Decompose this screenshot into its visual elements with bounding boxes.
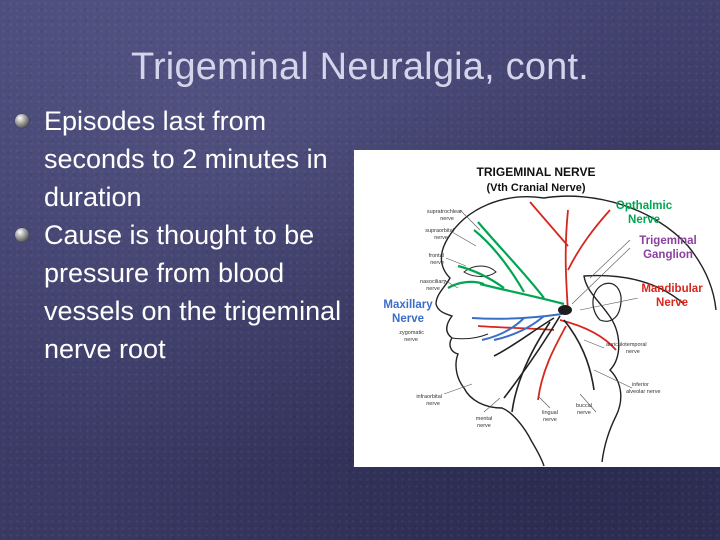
mandibular-branches (493, 315, 595, 413)
supratrochlear-label: nerve (440, 216, 454, 222)
face-profile (435, 196, 545, 467)
ear-outline (592, 282, 622, 322)
bullet-icon (15, 228, 29, 242)
opthalmic-label: Nerve (628, 214, 660, 226)
maxillary-label: Nerve (392, 313, 424, 325)
auriculotemporal-label: auriculotemporal (606, 342, 647, 348)
diagram-subtitle: (Vth Cranial Nerve) (486, 182, 585, 194)
diagram-title: TRIGEMINAL NERVE (477, 165, 596, 179)
bullet-list: Episodes last from seconds to 2 minutes … (12, 102, 342, 368)
mandibular-label: Nerve (656, 297, 688, 309)
leader-lines (443, 209, 639, 413)
opthalmic-branches (447, 221, 565, 306)
artery-branches (477, 201, 617, 401)
lingual-label: nerve (543, 417, 557, 423)
bullet-item: Cause is thought to be pressure from blo… (12, 216, 342, 368)
infraorbital-label: infraorbital (416, 394, 442, 400)
skull-outline (543, 195, 717, 311)
nerve-illustration: TRIGEMINAL NERVE (Vth Cranial Nerve) Opt… (383, 165, 717, 467)
trigeminal-nerve-diagram: TRIGEMINAL NERVE (Vth Cranial Nerve) Opt… (354, 150, 720, 467)
bullet-text: Cause is thought to be pressure from blo… (44, 220, 342, 364)
bullet-text: Episodes last from seconds to 2 minutes … (44, 106, 328, 212)
nasociliary-label: nerve (426, 286, 440, 292)
eye-outline (463, 265, 497, 277)
mental-label: nerve (477, 423, 491, 429)
zygomatic-label: zygomatic (399, 330, 424, 336)
bullet-item: Episodes last from seconds to 2 minutes … (12, 102, 342, 216)
opthalmic-label: Opthalmic (616, 200, 673, 212)
maxillary-branches (471, 313, 563, 341)
inferior-alveolar-label: alveolar nerve (626, 389, 661, 395)
auriculotemporal-label: nerve (626, 349, 640, 355)
ganglion-label: Trigeminal (639, 235, 697, 247)
nasociliary-label: nasociliary (420, 279, 446, 285)
bullet-icon (15, 114, 29, 128)
zygomatic-label: nerve (404, 337, 418, 343)
supratrochlear-label: supratrochlear (427, 209, 462, 215)
infraorbital-label: nerve (426, 401, 440, 407)
head-outline (583, 274, 685, 463)
lingual-label: lingual (542, 410, 558, 416)
supraorbital-label: nerve (434, 235, 448, 241)
ganglion-label: Ganglion (643, 249, 693, 261)
mandibular-label: Mandibular (641, 283, 703, 295)
supraorbital-label: supraorbital (425, 228, 454, 234)
mental-label: mental (476, 416, 493, 422)
buccal-label: buccal (576, 403, 592, 409)
slide-title: Trigeminal Neuralgia, cont. (130, 46, 590, 88)
inferior-alveolar-label: inferior (632, 382, 649, 388)
ganglion-marker (558, 305, 572, 315)
maxillary-label: Maxillary (383, 299, 433, 311)
buccal-label: nerve (577, 410, 591, 416)
frontal-label: nerve (430, 260, 444, 266)
frontal-label: frontal (429, 253, 444, 259)
mouth-outline (451, 333, 489, 340)
